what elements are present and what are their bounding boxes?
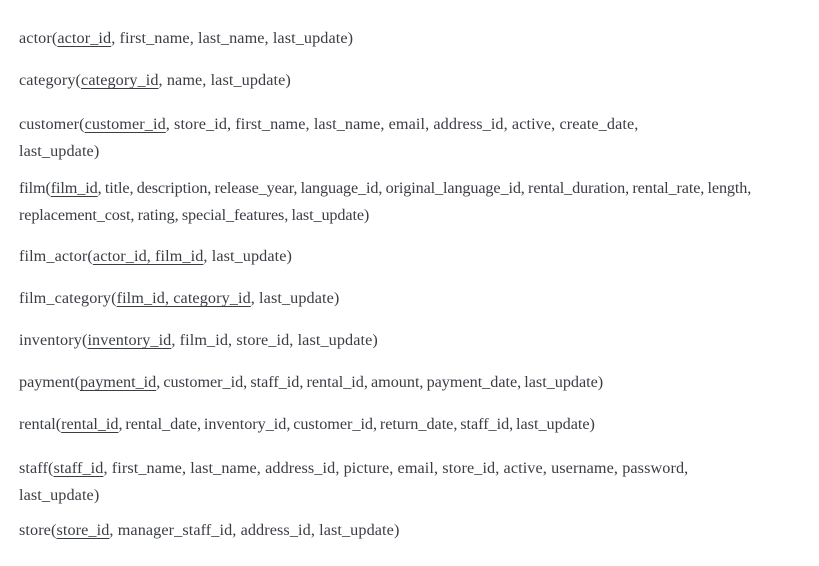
close-paren: ) — [597, 373, 604, 392]
open-paren: ( — [74, 373, 80, 392]
relation-customer: customer(customer_id, store_id, first_na… — [19, 111, 713, 165]
relation-inventory: inventory(inventory_id, film_id, store_i… — [19, 329, 779, 352]
open-paren: ( — [50, 521, 57, 540]
attribute-list-actor: , first_name, last_name, last_update — [111, 29, 348, 48]
close-paren: ) — [347, 29, 354, 48]
primary-key-staff: staff_id — [53, 459, 104, 478]
attribute-list-film: , title, description, release_year, lang… — [19, 179, 752, 225]
primary-key-store: store_id — [56, 521, 110, 540]
relation-name: inventory — [19, 331, 82, 350]
relation-name: film_actor — [19, 247, 88, 266]
close-paren: ) — [333, 289, 340, 308]
close-paren: ) — [393, 521, 400, 540]
attribute-list-film-actor: , last_update — [203, 247, 287, 266]
close-paren: ) — [589, 415, 595, 434]
open-paren: ( — [47, 459, 54, 478]
open-paren: ( — [111, 289, 117, 308]
relation-staff: staff(staff_id, first_name, last_name, a… — [19, 455, 719, 509]
attribute-list-inventory: , film_id, store_id, last_update — [171, 331, 373, 350]
open-paren: ( — [81, 331, 88, 350]
relation-actor: actor(actor_id, first_name, last_name, l… — [19, 27, 779, 50]
attribute-list-film-category: , last_update — [250, 289, 334, 308]
close-paren: ) — [93, 486, 100, 505]
close-paren: ) — [372, 331, 378, 350]
attribute-list-staff: , first_name, last_name, address_id, pic… — [19, 459, 689, 505]
attribute-list-rental: , rental_date, inventory_id, customer_id… — [118, 415, 590, 434]
relation-category: category(category_id, name, last_update) — [19, 69, 779, 92]
attribute-list-store: , manager_staff_id, address_id, last_upd… — [109, 521, 394, 540]
close-paren: ) — [286, 247, 293, 266]
attribute-list-payment: , customer_id, staff_id, rental_id, amou… — [156, 373, 598, 392]
primary-key-inventory: inventory_id — [87, 331, 172, 350]
open-paren: ( — [45, 179, 51, 198]
relation-store: store(store_id, manager_staff_id, addres… — [19, 519, 779, 542]
open-paren: ( — [75, 71, 82, 90]
relation-name: staff — [19, 459, 48, 478]
relation-name: customer — [19, 115, 80, 134]
primary-key-rental: rental_id — [61, 415, 119, 434]
relation-rental: rental(rental_id, rental_date, inventory… — [19, 413, 809, 436]
relation-film-category: film_category(film_id, category_id, last… — [19, 287, 779, 310]
primary-key-payment: payment_id — [79, 373, 157, 392]
relation-name: rental — [19, 415, 56, 434]
attribute-list-category: , name, last_update — [158, 71, 286, 90]
relation-name: store — [19, 521, 51, 540]
relation-name: payment — [19, 373, 75, 392]
relation-name: film — [19, 179, 46, 198]
open-paren: ( — [79, 115, 85, 134]
primary-key-actor: actor_id — [57, 29, 112, 48]
primary-key-film-actor: actor_id, film_id — [92, 247, 204, 266]
open-paren: ( — [87, 247, 93, 266]
relation-payment: payment(payment_id, customer_id, staff_i… — [19, 371, 809, 394]
close-paren: ) — [285, 71, 291, 90]
primary-key-film: film_id — [50, 179, 98, 198]
close-paren: ) — [363, 206, 370, 225]
open-paren: ( — [51, 29, 58, 48]
open-paren: ( — [55, 415, 62, 434]
close-paren: ) — [93, 142, 100, 161]
relation-name: category — [19, 71, 76, 90]
attribute-list-customer: , store_id, first_name, last_name, email… — [19, 115, 639, 161]
primary-key-film-category: film_id, category_id — [116, 289, 251, 308]
primary-key-customer: customer_id — [84, 115, 166, 134]
relation-name: film_category — [19, 289, 112, 308]
primary-key-category: category_id — [81, 71, 159, 90]
relation-name: actor — [19, 29, 52, 48]
relation-film-actor: film_actor(actor_id, film_id, last_updat… — [19, 245, 779, 268]
relation-film: film(film_id, title, description, releas… — [19, 175, 804, 229]
